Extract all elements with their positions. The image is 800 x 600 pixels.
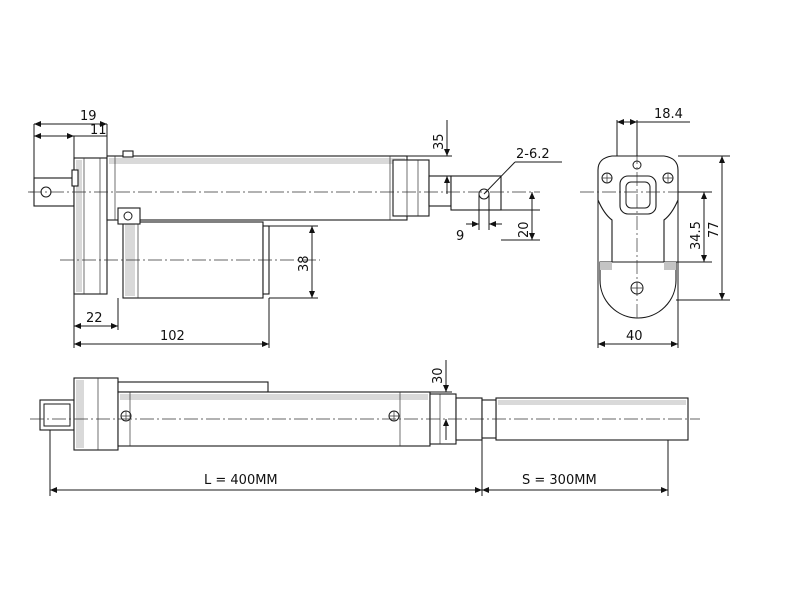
dim-19: 19: [80, 109, 97, 124]
dim-20: 20: [517, 221, 532, 238]
end-view: 18.4 34.5 77 40: [580, 107, 730, 348]
outer-tube: [106, 155, 408, 221]
end-view-lower-body: [599, 261, 677, 319]
dim-40: 40: [626, 329, 643, 344]
side-rear-clevis: [39, 399, 75, 431]
end-view-square: [619, 175, 657, 215]
dim-S: S = 300MM: [522, 473, 597, 488]
front-cap: [392, 159, 430, 217]
dim-38: 38: [297, 255, 312, 272]
dim-11: 11: [90, 123, 107, 138]
side-view: 30 L = 400MM S = 300MM: [30, 360, 700, 496]
dim-18-4: 18.4: [654, 107, 683, 122]
dim-30: 30: [431, 367, 446, 384]
motor-bracket: [117, 207, 141, 225]
front-rod-end: [450, 175, 502, 211]
dim-77: 77: [707, 221, 722, 238]
dim-22: 22: [86, 311, 103, 326]
dim-L: L = 400MM: [204, 473, 278, 488]
dim-hole-spec: 2-6.2: [516, 147, 550, 162]
dim-102: 102: [160, 329, 185, 344]
dim-34-5: 34.5: [689, 221, 704, 250]
inner-rod: [428, 175, 452, 207]
top-view: 19 11 35 2-6.2 9 20 38 22: [28, 109, 562, 348]
dim-9: 9: [456, 229, 464, 244]
dim-35: 35: [432, 133, 447, 150]
